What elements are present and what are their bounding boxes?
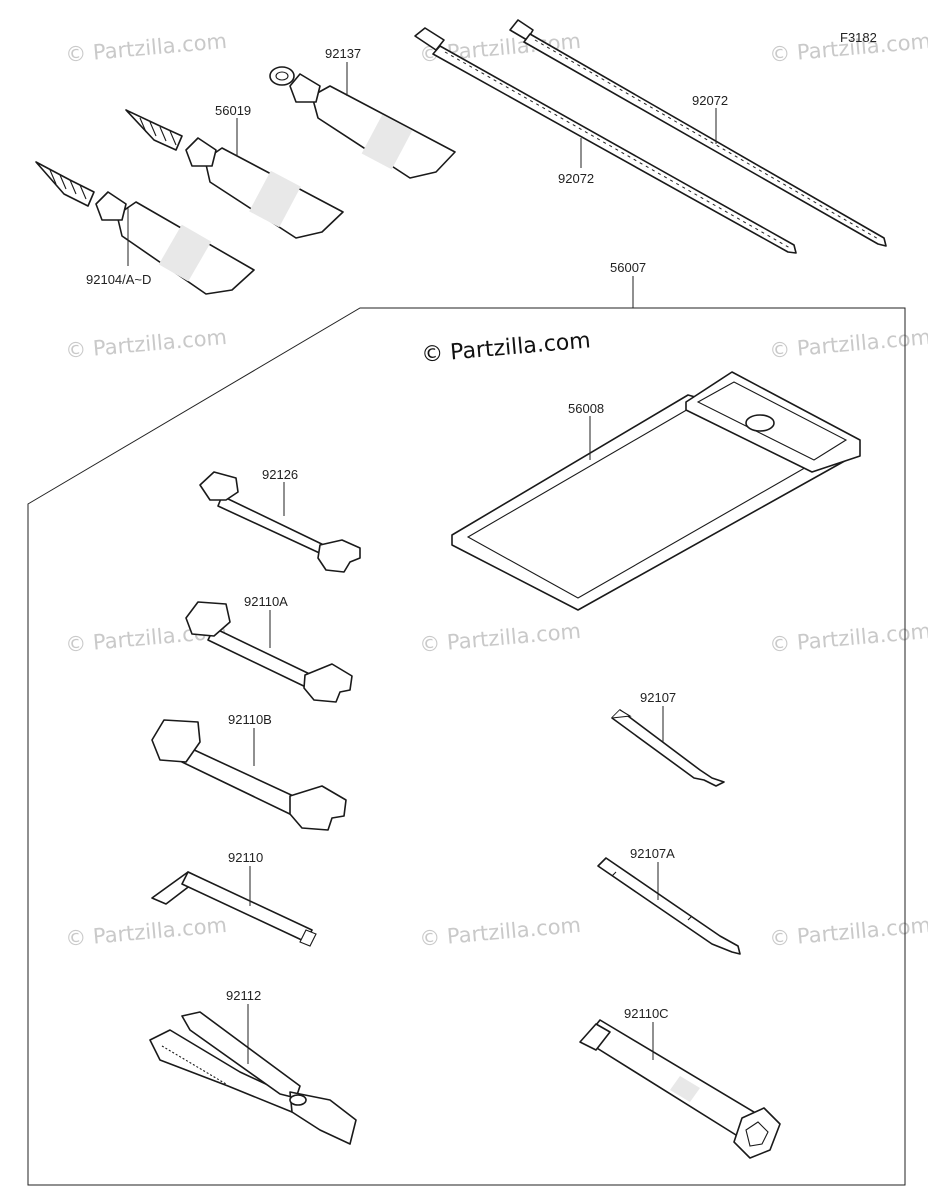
watermark: © Partzilla.com — [64, 325, 228, 363]
part-label-56019[interactable]: 56019 — [215, 103, 251, 118]
box-wrench-92110c[interactable] — [579, 1019, 781, 1159]
figure-code: F3182 — [840, 30, 877, 45]
screwdriver-bit-92107[interactable] — [611, 709, 725, 787]
screwdriver-92107a[interactable] — [597, 857, 741, 955]
part-label-92110a[interactable]: 92110A — [244, 594, 288, 609]
cable-tie-lower[interactable] — [414, 27, 797, 254]
watermark: © Partzilla.com — [418, 619, 582, 657]
part-label-92110c[interactable]: 92110C — [624, 1006, 669, 1021]
watermark: © Partzilla.com — [64, 29, 228, 67]
part-label-56007[interactable]: 56007 — [610, 260, 646, 275]
watermark: © Partzilla.com — [418, 913, 582, 951]
part-label-92137[interactable]: 92137 — [325, 46, 361, 61]
tube-56019[interactable] — [125, 109, 344, 239]
part-label-92072-lower[interactable]: 92072 — [558, 171, 594, 186]
part-label-92104[interactable]: 92104/A~D — [86, 272, 151, 287]
tool-bag-56008[interactable] — [451, 371, 861, 611]
wrench-92110a[interactable] — [185, 601, 353, 703]
part-label-92110[interactable]: 92110 — [228, 850, 263, 865]
cable-tie-upper[interactable] — [509, 19, 887, 247]
part-label-92107[interactable]: 92107 — [640, 690, 676, 705]
wrench-92126[interactable] — [199, 471, 361, 573]
tube-92104[interactable] — [35, 161, 255, 295]
part-label-92107a[interactable]: 92107A — [630, 846, 675, 861]
leader-lines — [127, 62, 717, 1064]
tool-kit-outline — [27, 307, 906, 1186]
hex-key-92110[interactable] — [151, 871, 317, 947]
watermark: © Partzilla.com — [768, 619, 928, 657]
part-label-92126[interactable]: 92126 — [262, 467, 298, 482]
watermark: © Partzilla.com — [768, 913, 928, 951]
tube-92137[interactable] — [269, 66, 456, 179]
watermark: © Partzilla.com — [768, 325, 928, 363]
part-label-92072-upper[interactable]: 92072 — [692, 93, 728, 108]
wrench-92110b[interactable] — [151, 719, 347, 831]
watermark: © Partzilla.com — [64, 913, 228, 951]
part-label-92110b[interactable]: 92110B — [228, 712, 272, 727]
pliers-92112[interactable] — [149, 1011, 357, 1145]
watermark-prominent: © Partzilla.com — [420, 328, 591, 368]
part-label-92112[interactable]: 92112 — [226, 988, 261, 1003]
watermark-layer: © Partzilla.com © Partzilla.com © Partzi… — [64, 29, 928, 951]
part-label-56008[interactable]: 56008 — [568, 401, 604, 416]
